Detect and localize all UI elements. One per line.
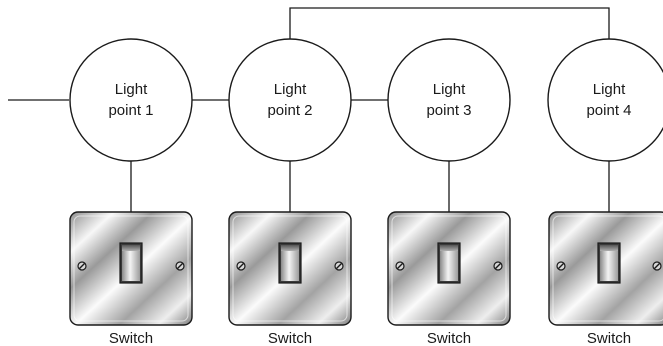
- screw-icon: [395, 261, 405, 271]
- screw-icon: [652, 261, 662, 271]
- light-point-circle: [387, 38, 511, 162]
- switch-label: Switch: [587, 330, 631, 346]
- switch-label: Switch: [427, 330, 471, 346]
- switch-plate-bevel: [73, 215, 189, 322]
- screw-icon: [175, 261, 185, 271]
- light-point-label-line1: Light: [115, 81, 148, 98]
- light-point-label-line1: Light: [274, 81, 307, 98]
- light-point-label-line2: point 4: [586, 102, 631, 119]
- screw-icon: [77, 261, 87, 271]
- switch-plate-bevel: [232, 215, 348, 322]
- rocker-toggle: [597, 242, 621, 284]
- light-point-label-line1: Light: [433, 81, 466, 98]
- switch-3: Switch: [387, 211, 511, 346]
- light-point-1: Light point 1: [69, 38, 193, 162]
- light-point-4: Light point 4: [547, 38, 663, 162]
- screw-icon: [556, 261, 566, 271]
- screw-icon: [334, 261, 344, 271]
- light-point-label-line2: point 3: [426, 102, 471, 119]
- switch-2: Switch: [228, 211, 352, 346]
- wiring: [8, 7, 610, 212]
- switch-label: Switch: [109, 330, 153, 346]
- light-point-3: Light point 3: [387, 38, 511, 162]
- light-point-circle: [228, 38, 352, 162]
- rocker-toggle: [119, 242, 143, 284]
- light-point-label-line2: point 2: [267, 102, 312, 119]
- screw-icon: [236, 261, 246, 271]
- rocker-toggle: [278, 242, 302, 284]
- loop-wire-2-4: [289, 7, 610, 40]
- switch-plate-bevel: [552, 215, 663, 322]
- switch-plate-bevel: [391, 215, 507, 322]
- light-point-circle: [69, 38, 193, 162]
- light-point-label-line2: point 1: [108, 102, 153, 119]
- light-point-label-line1: Light: [593, 81, 626, 98]
- switch-label: Switch: [268, 330, 312, 346]
- screw-icon: [493, 261, 503, 271]
- switch-4: Switch: [548, 211, 663, 346]
- light-point-2: Light point 2: [228, 38, 352, 162]
- rocker-toggle: [437, 242, 461, 284]
- switch-1: Switch: [69, 211, 193, 346]
- light-point-circle: [547, 38, 663, 162]
